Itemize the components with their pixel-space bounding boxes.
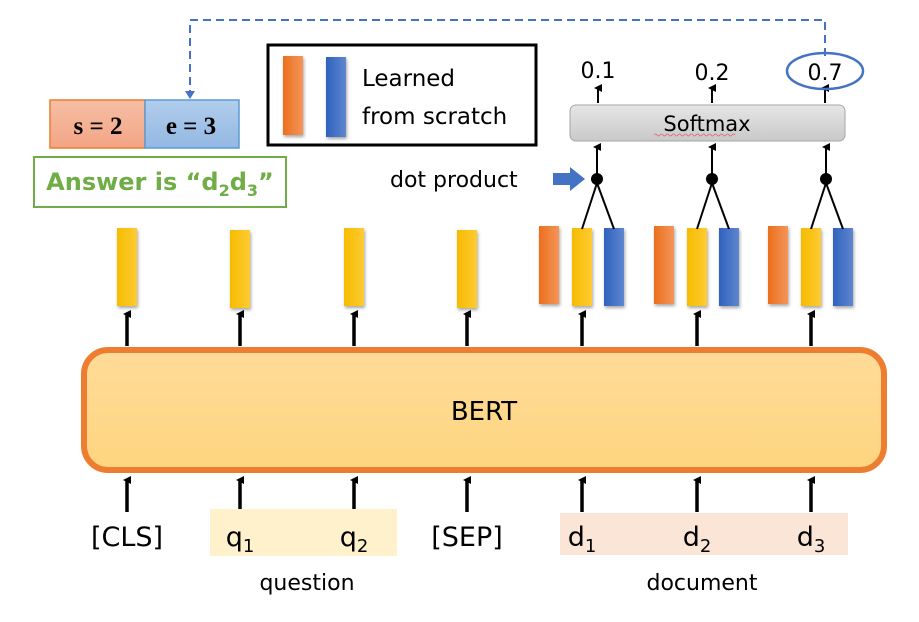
bert-output-vector	[687, 228, 707, 306]
dot-product-node-icon	[591, 173, 603, 185]
dot-product-node-icon	[706, 173, 718, 185]
input-token: [SEP]	[431, 522, 503, 553]
softmax-box	[569, 104, 846, 142]
answer-text: Answer is “d2d3”	[46, 168, 274, 200]
bert-output-vector	[572, 228, 592, 306]
input-token: q2	[340, 522, 369, 557]
dot-input-line	[596, 182, 615, 230]
feedback-dashed-line	[189, 19, 826, 92]
bert-output-vector	[344, 228, 364, 306]
bert-label: BERT	[451, 397, 517, 427]
input-token: d2	[683, 522, 712, 557]
bert-output-vector	[801, 228, 821, 306]
end-vector	[719, 228, 739, 306]
dot-input-line	[696, 182, 713, 230]
document-group-bg	[560, 513, 848, 555]
softmax-label: Softmax	[663, 112, 750, 136]
bert-output-vector	[230, 230, 250, 308]
input-token: d3	[797, 522, 826, 557]
input-token: q1	[226, 522, 255, 557]
end-index-box	[144, 99, 240, 149]
bert-box	[81, 347, 887, 473]
start-vector	[539, 226, 559, 304]
start-index-label: s = 2	[74, 113, 123, 140]
legend-blue-vector-icon	[326, 57, 346, 137]
start-vector	[654, 226, 674, 304]
question-group-bg	[210, 509, 397, 556]
bert-output-vector	[117, 228, 137, 306]
dot-product-arrow-icon	[553, 167, 585, 191]
spellcheck-squiggle	[653, 133, 736, 137]
end-index-label: e = 3	[166, 113, 216, 140]
probability-value: 0.2	[695, 61, 730, 86]
probability-value: 0.7	[808, 61, 843, 86]
dot-product-node-icon	[820, 173, 832, 185]
end-vector	[604, 228, 624, 306]
document-group-label: document	[647, 571, 758, 596]
answer-box	[33, 156, 287, 208]
legend-box	[266, 43, 538, 147]
legend: Learned from scratch	[266, 43, 538, 147]
dot-input-line	[810, 182, 827, 230]
dot-product-label: dot product	[390, 168, 518, 193]
end-vector	[833, 228, 853, 306]
probability-value: 0.1	[581, 59, 616, 84]
start-vector	[768, 226, 788, 304]
dot-input-line	[825, 182, 844, 230]
legend-label-line1: Learned	[362, 66, 455, 92]
dot-input-line	[581, 182, 598, 230]
input-token: d1	[568, 522, 597, 557]
dot-input-line	[711, 182, 730, 230]
input-token: [CLS]	[91, 522, 163, 553]
question-group-label: question	[259, 571, 354, 596]
highlighted-probability-ellipse	[785, 51, 865, 91]
legend-label-line2: from scratch	[362, 104, 507, 130]
feedback-arrow-head-icon	[185, 91, 195, 99]
bert-output-vector	[457, 230, 477, 308]
legend-orange-vector-icon	[283, 56, 303, 135]
